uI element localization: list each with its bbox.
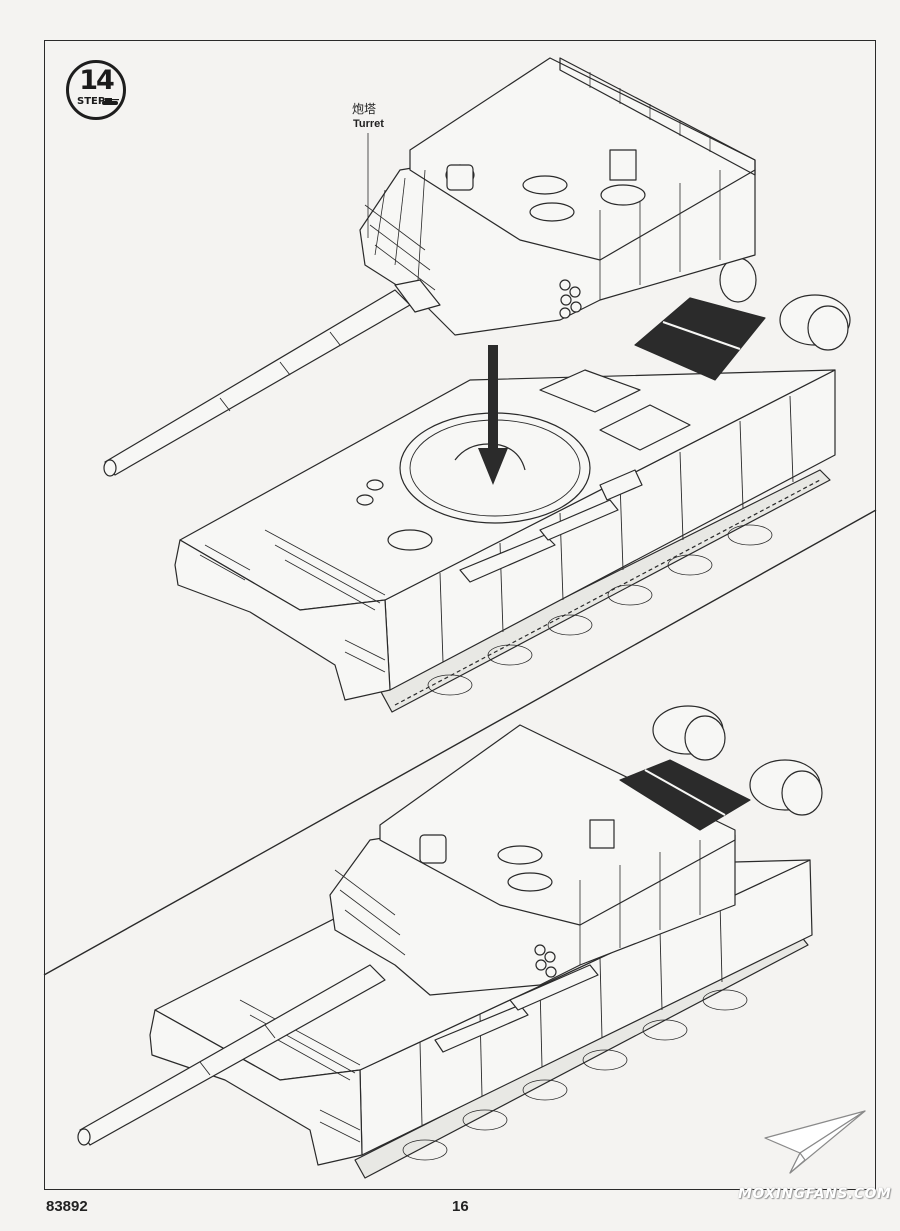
smoke-launchers xyxy=(559,279,582,319)
page-number: 16 xyxy=(452,1198,469,1215)
engine-grille xyxy=(634,297,766,381)
hull-top-view xyxy=(174,257,851,713)
bustle-rack xyxy=(559,57,756,176)
watermark-text: MOXINGFANS.COM xyxy=(738,1186,892,1202)
kit-code: 83892 xyxy=(46,1198,88,1215)
turret-label-cn: 炮塔 xyxy=(352,102,377,116)
paper-plane-icon xyxy=(764,1110,866,1174)
step-badge: 14 STEP xyxy=(66,60,126,120)
step-word: STEP xyxy=(77,96,106,107)
assembled-view xyxy=(77,705,823,1179)
section-divider xyxy=(43,509,877,976)
turret-top-view xyxy=(103,57,756,477)
placement-arrow xyxy=(478,345,508,485)
fuel-drum xyxy=(719,257,851,351)
page-frame xyxy=(44,40,876,1190)
tank-icon xyxy=(102,98,119,105)
step-number: 14 xyxy=(79,65,115,96)
hull-glacis xyxy=(174,539,391,701)
track xyxy=(379,469,831,713)
turret-label-en: Turret xyxy=(353,118,384,130)
